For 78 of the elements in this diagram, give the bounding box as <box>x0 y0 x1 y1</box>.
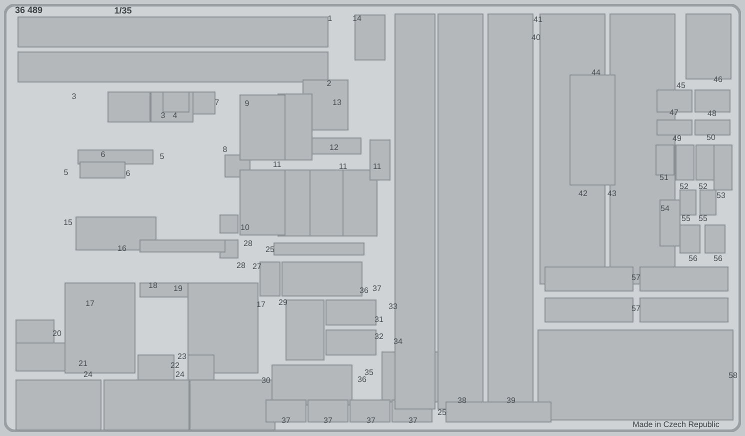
part-number: 15 <box>64 219 72 227</box>
part-number: 21 <box>78 360 88 368</box>
part-number: 54 <box>660 205 670 213</box>
part-number: 37 <box>372 285 382 293</box>
part-number: 55 <box>698 215 708 223</box>
part-number: 52 <box>680 183 688 191</box>
part-number: 46 <box>714 76 722 84</box>
part-number: 58 <box>728 372 738 380</box>
part-number: 19 <box>174 285 182 293</box>
part-number: 36 <box>360 287 368 295</box>
part-number: 43 <box>608 190 616 198</box>
part-number: 28 <box>236 262 246 270</box>
part-number: 10 <box>240 224 250 232</box>
part-number: 48 <box>708 110 716 118</box>
part-number: 6 <box>100 151 106 159</box>
part-number: 49 <box>672 135 682 143</box>
part-number: 18 <box>148 282 158 290</box>
part-number: 6 <box>126 170 130 178</box>
part-number: 38 <box>458 397 466 405</box>
part-number: 57 <box>632 274 640 282</box>
part-number: 36 <box>358 376 366 384</box>
part-number: 11 <box>372 163 382 171</box>
part-number: 14 <box>352 15 362 23</box>
part-number: 47 <box>670 109 678 117</box>
part-number: 42 <box>578 190 588 198</box>
part-number: 24 <box>176 371 184 379</box>
part-number: 30 <box>262 377 270 385</box>
part-number: 17 <box>86 300 94 308</box>
part-number: 34 <box>394 338 402 346</box>
part-number: 20 <box>52 330 62 338</box>
part-number: 45 <box>676 82 686 90</box>
part-number: 51 <box>660 174 668 182</box>
part-number: 3 <box>160 112 166 120</box>
part-number: 22 <box>170 362 180 370</box>
part-number: 11 <box>272 161 282 169</box>
part-number: 37 <box>366 417 376 425</box>
part-number: 56 <box>714 255 722 263</box>
part-number: 1 <box>328 15 332 23</box>
part-number: 35 <box>364 369 374 377</box>
part-number: 5 <box>160 153 164 161</box>
part-number: 25 <box>438 409 446 417</box>
part-number: 9 <box>244 100 250 108</box>
part-number: 25 <box>266 246 274 254</box>
part-number: 24 <box>84 371 92 379</box>
part-number: 12 <box>330 144 338 152</box>
origin-note: Made in Czech Republic <box>632 421 720 429</box>
part-number: 40 <box>532 34 540 42</box>
part-number: 32 <box>374 333 384 341</box>
part-number: 17 <box>256 301 266 309</box>
part-number: 29 <box>278 299 288 307</box>
part-number: 57 <box>632 305 640 313</box>
part-number: 37 <box>324 417 332 425</box>
title: 36 489 <box>15 4 43 17</box>
part-number: 28 <box>244 240 252 248</box>
part-number: 16 <box>118 245 126 253</box>
part-number: 39 <box>506 397 516 405</box>
part-number: 55 <box>682 215 690 223</box>
part-number: 3 <box>72 93 76 101</box>
part-number: 2 <box>326 80 332 88</box>
part-number: 27 <box>252 263 262 271</box>
part-number: 23 <box>178 353 186 361</box>
part-number: 37 <box>282 417 290 425</box>
scale-text: 1/35 <box>114 6 132 16</box>
part-number: 8 <box>222 146 228 154</box>
part-number: 33 <box>388 303 398 311</box>
part-number: 41 <box>534 16 542 24</box>
part-number: 50 <box>706 134 716 142</box>
part-number: 37 <box>408 417 418 425</box>
part-number: 7 <box>214 99 220 107</box>
part-number: 4 <box>172 112 178 120</box>
part-number: 5 <box>64 169 68 177</box>
part-number: 56 <box>688 255 698 263</box>
part-number: 31 <box>374 316 384 324</box>
part-number: 11 <box>338 163 348 171</box>
part-number: 44 <box>592 69 600 77</box>
part-number: 53 <box>716 192 726 200</box>
part-number: 13 <box>332 99 342 107</box>
part-number: 52 <box>698 183 708 191</box>
